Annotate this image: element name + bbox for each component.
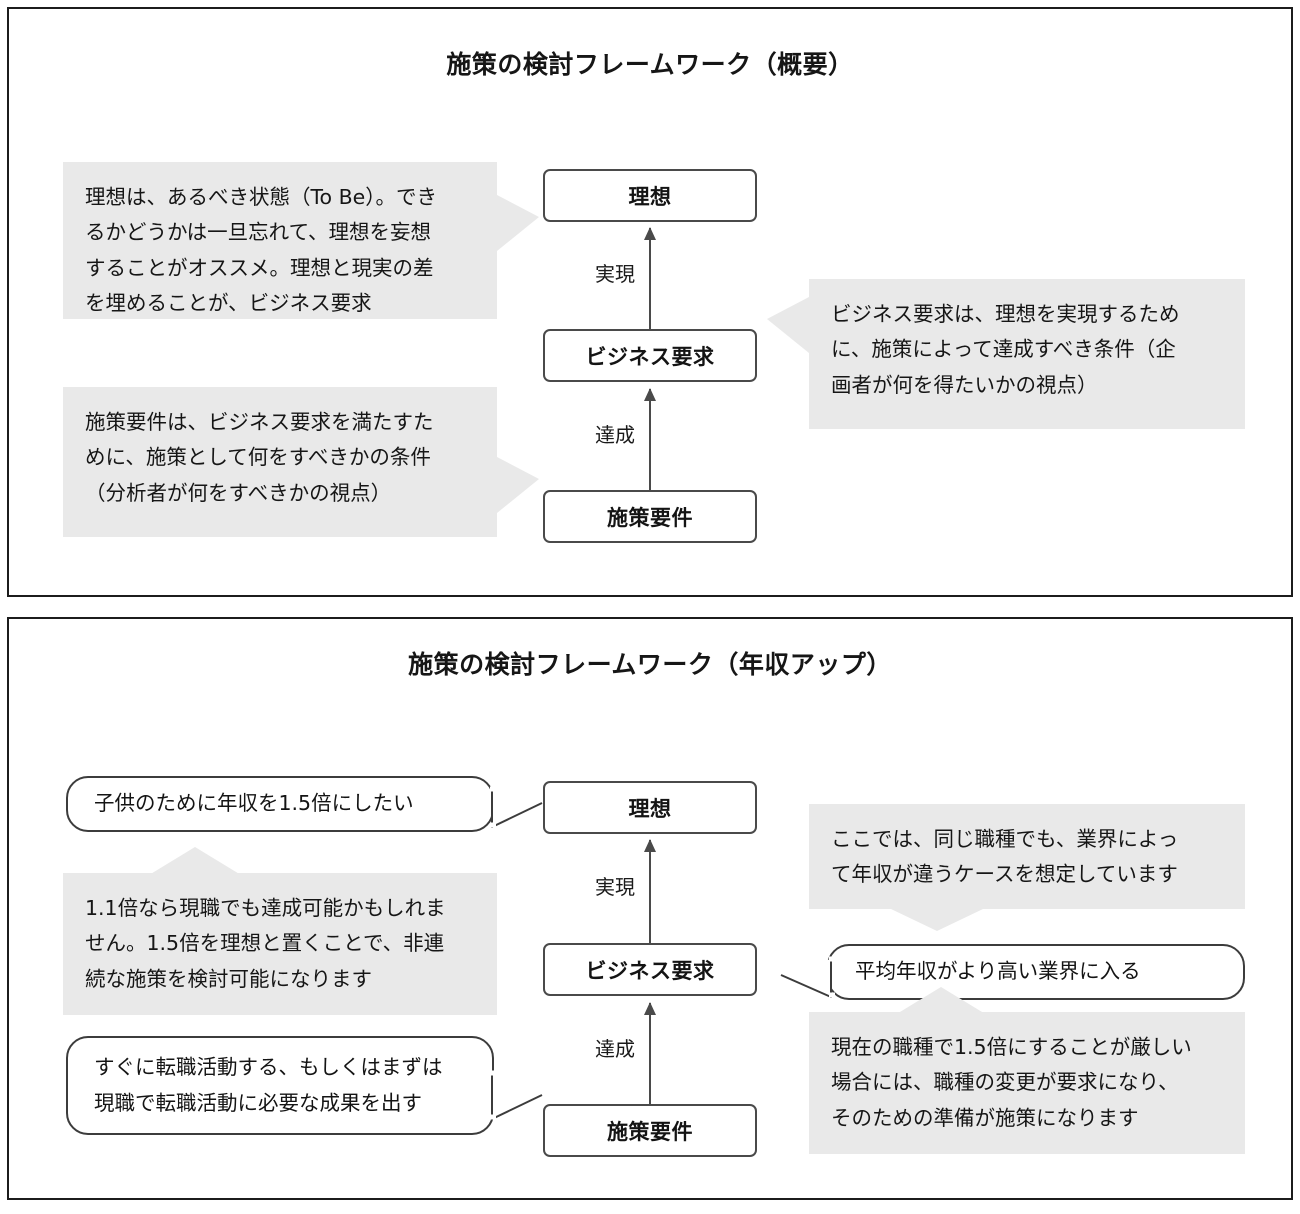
flow-box-business-req-income: ビジネス要求 xyxy=(543,943,757,996)
callout-business-req-note-line-2: に、施策によって達成すべき条件（企 xyxy=(831,337,1176,362)
panel-overview-title: 施策の検討フレームワーク（概要） xyxy=(446,50,854,79)
bubble-ideal-example: 子供のために年収を1.5倍にしたい xyxy=(66,776,494,832)
callout-measure-req-note-line-2: めに、施策として何をすべきかの条件 xyxy=(85,445,431,470)
bubble-business-req-example-tail-icon xyxy=(780,956,835,998)
bubble-business-req-example: 平均年収がより高い業界に入る xyxy=(827,944,1245,1000)
callout-business-req-note: ビジネス要求は、理想を実現するため に、施策によって達成すべき条件（企 画者が何… xyxy=(809,279,1245,429)
callout-ideal-note-line-2: るかどうかは一旦忘れて、理想を妄想 xyxy=(85,220,432,245)
bubble-measure-req-example: すぐに転職活動する、もしくはまずは 現職で転職活動に必要な成果を出す xyxy=(66,1036,494,1135)
callout-ideal-note-line-1: 理想は、あるべき状態（To Be）。でき xyxy=(85,185,438,209)
flow-arrow-attain-overview xyxy=(644,388,656,491)
callout-ideal-note-line-3: することがオススメ。理想と現実の差 xyxy=(85,255,434,280)
callout-ideal-explanation-line-3: 続な施策を検討可能になります xyxy=(85,966,372,991)
bubble-ideal-example-line-1: 子供のために年収を1.5倍にしたい xyxy=(94,791,414,816)
callout-measure-req-note-line-3: （分析者が何をすべきかの視点） xyxy=(85,480,392,505)
callout-ideal-note-line-4: を埋めることが、ビジネス要求 xyxy=(85,290,372,315)
callout-ideal-explanation: 1.1倍なら現職でも達成可能かもしれま せん。1.5倍を理想と置くことで、非連 … xyxy=(63,873,497,1015)
callout-assumption-note-tail-icon xyxy=(891,909,983,931)
callout-measure-req-note: 施策要件は、ビジネス要求を満たすた めに、施策として何をすべきかの条件 （分析者… xyxy=(63,387,497,537)
callout-measure-req-explanation-line-1: 現在の職種で1.5倍にすることが厳しい xyxy=(831,1035,1192,1059)
panel-income: 施策の検討フレームワーク（年収アップ） 理想 実現 ビジネス要求 達成 施策要件… xyxy=(7,617,1293,1200)
callout-business-req-note-line-3: 画者が何を得たいかの視点） xyxy=(831,372,1098,397)
callout-ideal-note-tail-icon xyxy=(497,195,539,251)
callout-business-req-note-line-1: ビジネス要求は、理想を実現するため xyxy=(831,302,1180,326)
flow-arrow-realize-income xyxy=(644,839,656,944)
panel-overview: 施策の検討フレームワーク（概要） 理想 実現 ビジネス要求 達成 施策要件 理想… xyxy=(7,7,1293,597)
bubble-measure-req-example-line-1: すぐに転職活動する、もしくはまずは xyxy=(94,1055,443,1080)
flow-box-ideal-overview: 理想 xyxy=(543,169,757,222)
callout-ideal-explanation-line-2: せん。1.5倍を理想と置くことで、非連 xyxy=(85,931,445,956)
flow-box-business-req-overview: ビジネス要求 xyxy=(543,329,757,382)
callout-assumption-note-line-2: て年収が違うケースを想定しています xyxy=(831,862,1178,887)
flow-box-measure-req-income: 施策要件 xyxy=(543,1104,757,1157)
panel-income-title: 施策の検討フレームワーク（年収アップ） xyxy=(408,650,892,679)
flow-box-measure-req-overview: 施策要件 xyxy=(543,490,757,543)
callout-measure-req-explanation-line-3: そのための準備が施策になります xyxy=(831,1105,1139,1130)
callout-measure-req-explanation: 現在の職種で1.5倍にすることが厳しい 場合には、職種の変更が要求になり、 その… xyxy=(809,1012,1245,1154)
callout-measure-req-note-tail-icon xyxy=(497,457,539,513)
callout-measure-req-explanation-tail-icon xyxy=(895,987,987,1015)
flow-arrow-label-attain-overview: 達成 xyxy=(595,423,635,447)
callout-assumption-note-line-1: ここでは、同じ職種でも、業界によっ xyxy=(831,827,1179,851)
bubble-measure-req-example-tail-icon xyxy=(490,1070,543,1120)
bubble-business-req-example-line-1: 平均年収がより高い業界に入る xyxy=(855,959,1141,984)
callout-business-req-note-tail-icon xyxy=(767,297,809,353)
bubble-measure-req-example-line-2: 現職で転職活動に必要な成果を出す xyxy=(94,1090,422,1115)
flow-arrow-label-realize-income: 実現 xyxy=(595,875,635,899)
callout-assumption-note: ここでは、同じ職種でも、業界によっ て年収が違うケースを想定しています xyxy=(809,804,1245,909)
flow-arrow-label-attain-income: 達成 xyxy=(595,1037,635,1061)
callout-ideal-note: 理想は、あるべき状態（To Be）。でき るかどうかは一旦忘れて、理想を妄想 す… xyxy=(63,162,497,319)
flow-arrow-attain-income xyxy=(644,1002,656,1105)
callout-measure-req-explanation-line-2: 場合には、職種の変更が要求になり、 xyxy=(831,1070,1179,1095)
flow-arrow-label-realize-overview: 実現 xyxy=(595,262,635,286)
flow-box-ideal-income: 理想 xyxy=(543,781,757,834)
flow-arrow-realize-overview xyxy=(644,227,656,330)
callout-measure-req-note-line-1: 施策要件は、ビジネス要求を満たすた xyxy=(85,410,434,434)
callout-ideal-explanation-line-1: 1.1倍なら現職でも達成可能かもしれま xyxy=(85,896,446,920)
bubble-ideal-example-tail-icon xyxy=(490,786,543,828)
callout-ideal-explanation-tail-icon xyxy=(149,847,241,875)
